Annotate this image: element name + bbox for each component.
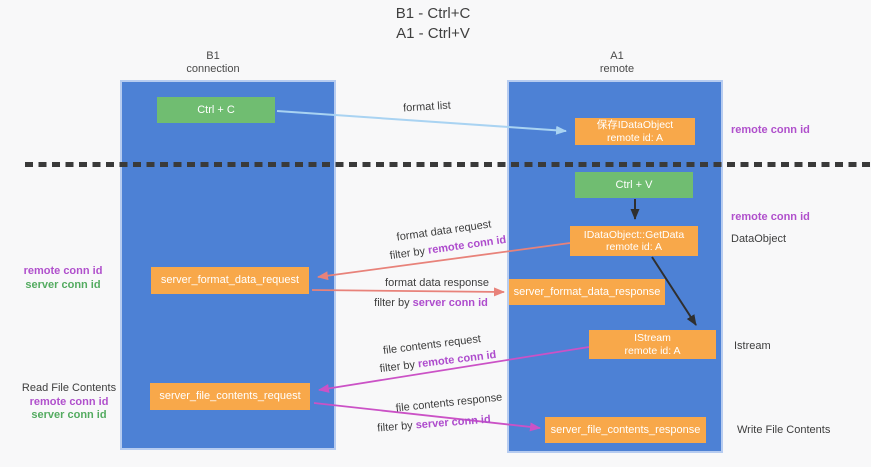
lane-b1-name: B1 [206, 50, 220, 62]
node-ctrl-c: Ctrl + C [157, 97, 275, 123]
annotation-read-file-contents-group: Read File Contents remote conn id server… [18, 382, 120, 423]
annotation-istream: Istream [734, 340, 771, 352]
read-file-contents-label: Read File Contents [21, 382, 117, 394]
lane-a1-name: A1 [610, 50, 624, 62]
node-server-file-contents-request: server_file_contents_request [150, 383, 310, 410]
lane-a1-role: remote [599, 63, 635, 75]
annotation-remote-conn-id-top: remote conn id [731, 124, 810, 136]
filter-prefix-4: filter by [376, 419, 417, 435]
title-line-2: A1 - Ctrl+V [396, 25, 470, 42]
filter-key-server-1: server conn id [412, 297, 488, 309]
node-server-format-data-request: server_format_data_request [151, 267, 309, 294]
server-file-contents-request-label: server_file_contents_request [159, 390, 301, 402]
node-server-file-contents-response: server_file_contents_response [545, 417, 706, 443]
getdata-line2: remote id: A [605, 241, 663, 253]
istream-line2: remote id: A [624, 344, 681, 357]
getdata-line1: IDataObject::GetData [583, 228, 685, 241]
label-filter-server-conn-2: filter by server conn id [377, 414, 491, 435]
filter-prefix-2: filter by [374, 297, 413, 309]
save-idataobject-line2: remote id: A [606, 131, 664, 144]
node-idataobject-getdata: IDataObject::GetData remote id: A [570, 226, 698, 256]
label-filter-server-conn-1: filter by server conn id [374, 297, 488, 309]
left-bottom-remote-conn-id: remote conn id [29, 395, 109, 408]
filter-key-server-2: server conn id [415, 413, 492, 432]
save-idataobject-line1: 保存IDataObject [596, 119, 674, 131]
server-format-data-request-label: server_format_data_request [160, 274, 300, 286]
node-save-idataobject: 保存IDataObject remote id: A [575, 118, 695, 145]
annotation-dataobject: DataObject [731, 233, 787, 245]
server-file-contents-response-label: server_file_contents_response [550, 423, 701, 436]
lane-header-a1: A1 remote [557, 50, 677, 76]
left-remote-conn-id: remote conn id [23, 265, 103, 277]
node-server-format-data-response: server_format_data_response [509, 279, 665, 305]
annotation-write-file-contents: Write File Contents [737, 424, 831, 436]
label-format-data-response: format data response [385, 277, 489, 289]
annotation-remote-conn-id-mid: remote conn id [731, 211, 810, 223]
lane-header-b1: B1 connection [153, 50, 273, 76]
filter-prefix-3: filter by [379, 358, 419, 376]
server-format-data-response-label: server_format_data_response [513, 285, 661, 298]
left-server-conn-id: server conn id [25, 279, 101, 291]
arrow-format-data-response [311, 287, 505, 297]
title-line-1: B1 - Ctrl+C [395, 5, 471, 22]
istream-line1: IStream [634, 332, 671, 344]
annotation-left-conn-ids: remote conn id server conn id [13, 264, 113, 292]
node-ctrl-v: Ctrl + V [575, 172, 693, 198]
diagram-title: B1 - Ctrl+C A1 - Ctrl+V [333, 4, 533, 44]
label-file-contents-response: file contents response [395, 391, 503, 415]
ctrl-v-label: Ctrl + V [615, 178, 653, 191]
label-format-list: format list [402, 99, 452, 115]
filter-prefix-1: filter by [389, 244, 429, 263]
lane-b1-role: connection [186, 63, 240, 75]
ctrl-c-label: Ctrl + C [197, 103, 235, 116]
node-istream: IStream remote id: A [589, 330, 716, 359]
filter-key-remote-2: remote conn id [417, 348, 497, 371]
left-bottom-server-conn-id: server conn id [31, 409, 107, 421]
